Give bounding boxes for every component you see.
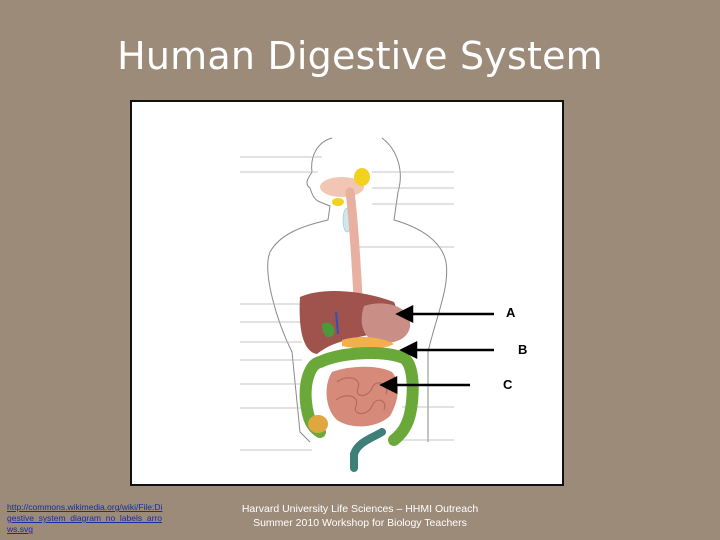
digestive-illustration xyxy=(240,137,494,472)
bile-duct xyxy=(335,311,339,335)
salivary-gland xyxy=(354,168,370,186)
label-a: A xyxy=(506,305,516,320)
arrow-b xyxy=(399,340,494,360)
stomach xyxy=(361,303,411,344)
footer: Harvard University Life Sciences – HHMI … xyxy=(210,502,510,530)
salivary-gland-lower xyxy=(332,198,344,206)
label-c: C xyxy=(503,377,513,392)
footer-line-2: Summer 2010 Workshop for Biology Teacher… xyxy=(253,517,467,529)
source-link[interactable]: http://commons.wikimedia.org/wiki/File:D… xyxy=(7,502,163,534)
pancreas xyxy=(342,337,394,349)
intestine-coils xyxy=(335,377,388,415)
arrow-c xyxy=(379,375,470,395)
leader-lines xyxy=(240,156,454,451)
footer-line-1: Harvard University Life Sciences – HHMI … xyxy=(241,503,479,515)
digestive-diagram: A B C xyxy=(130,100,564,486)
esophagus xyxy=(345,187,367,312)
slide-title: Human Digestive System xyxy=(117,34,603,78)
arrow-a xyxy=(395,304,494,324)
label-b: B xyxy=(518,342,528,357)
small-intestine xyxy=(326,366,398,427)
gallbladder xyxy=(322,322,335,338)
cecum xyxy=(308,415,328,433)
rectum xyxy=(350,428,386,472)
